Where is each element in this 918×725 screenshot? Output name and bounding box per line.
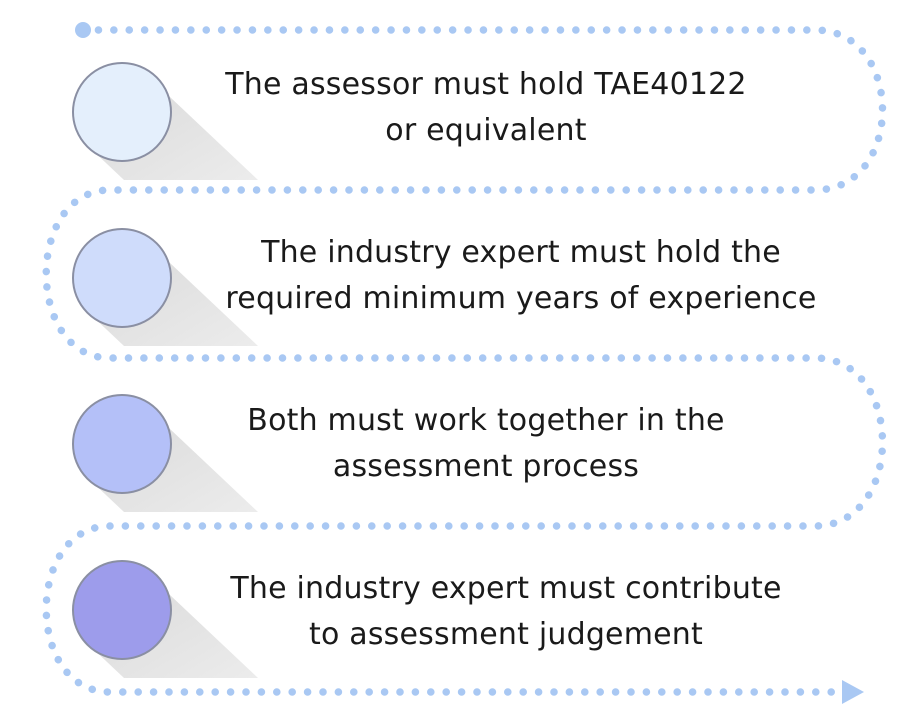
step-2-line-2: required minimum years of experience [225,281,817,316]
step-1-line-2: or equivalent [385,113,587,148]
step-3-text: Both must work together in the assessmen… [196,398,776,490]
step-4-line-2: to assessment judgement [309,617,703,652]
step-circle [72,62,172,162]
step-circle [72,228,172,328]
step-1-text: The assessor must hold TAE40122 or equiv… [196,62,776,154]
path-end-arrow-icon [842,680,864,704]
step-2-text: The industry expert must hold the requir… [196,230,846,322]
step-3-line-1: Both must work together in the [247,403,725,438]
step-bubble-3 [72,394,258,512]
step-bubble-2 [72,228,258,346]
step-4-line-1: The industry expert must contribute [230,571,782,606]
dotted-flow-path [42,26,887,696]
step-circle [72,394,172,494]
step-bubble-1 [72,62,258,180]
step-1-line-1: The assessor must hold TAE40122 [225,67,747,102]
step-bubble-4 [72,560,258,678]
step-4-text: The industry expert must contribute to a… [196,566,816,658]
path-start-dot [75,22,91,38]
step-3-line-2: assessment process [332,449,640,484]
step-circle [72,560,172,660]
step-2-line-1: The industry expert must hold the [261,235,781,270]
